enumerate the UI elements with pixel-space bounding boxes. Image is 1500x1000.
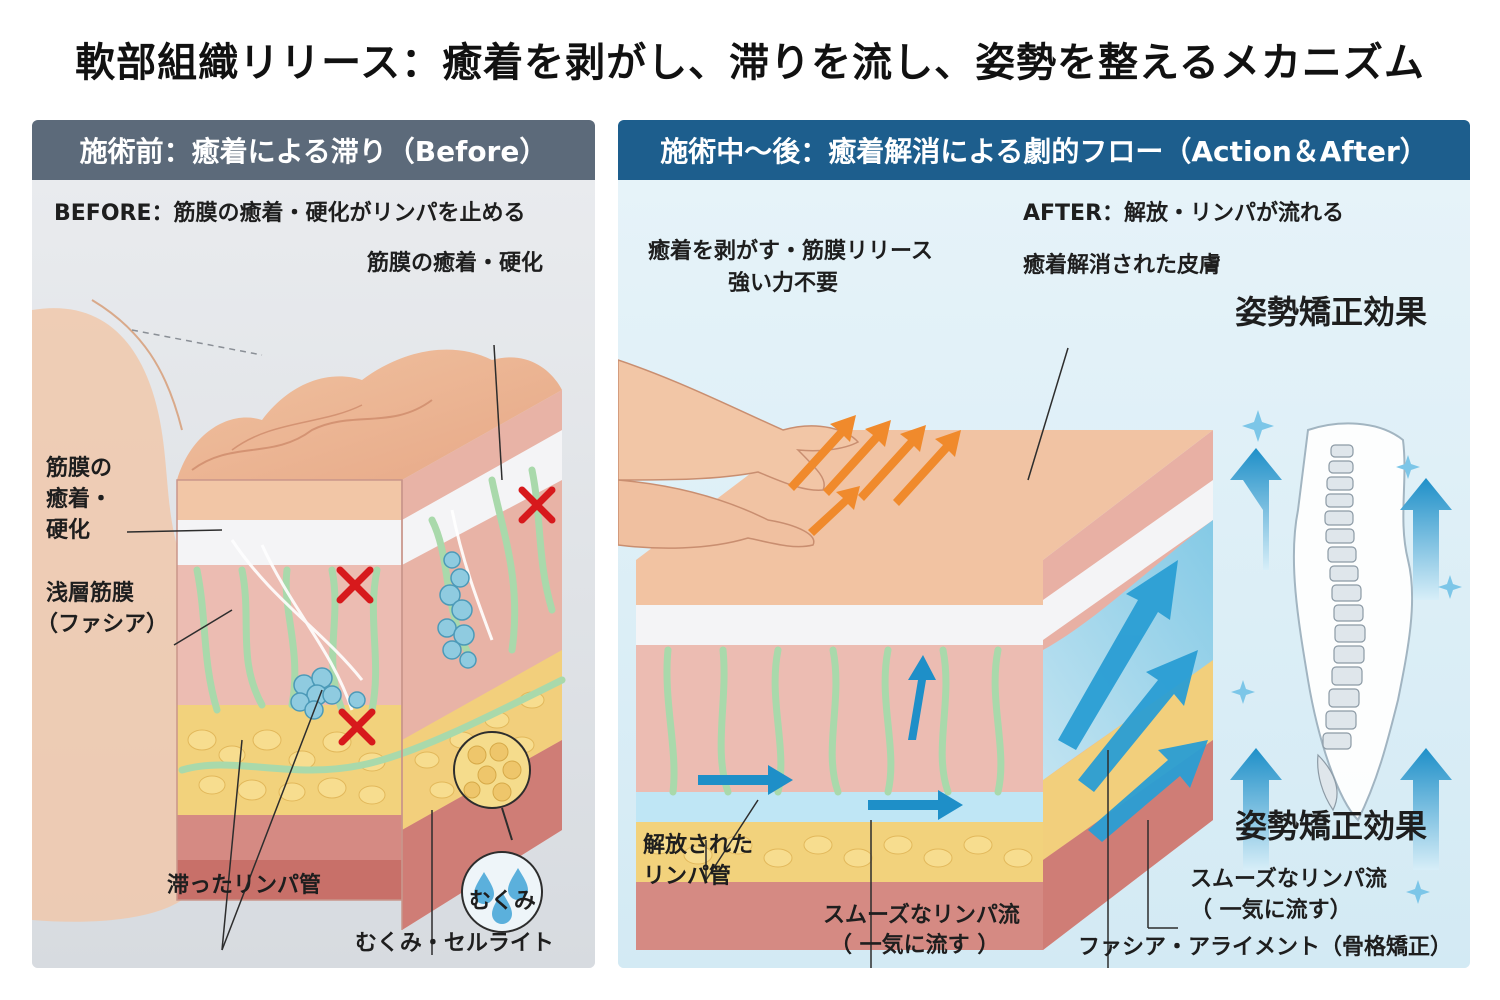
label-fascia-adhesion-side-1: 筋膜の bbox=[46, 456, 113, 481]
tissue-block-after bbox=[618, 359, 1213, 950]
after-header: 施術中〜後：癒着解消による劇的フロー（Action＆After） bbox=[618, 120, 1470, 180]
x-mark-icon bbox=[518, 486, 556, 524]
label-released-lymph-2: リンパ管 bbox=[643, 864, 732, 889]
sparkle-icon bbox=[1242, 410, 1274, 442]
x-mark-icon bbox=[338, 708, 376, 746]
label-smooth-flow-center-1: スムーズなリンパ流 bbox=[823, 903, 1020, 928]
label-posture-top: 姿勢矯正効果 bbox=[1235, 293, 1428, 331]
up-arrow-icon bbox=[1230, 448, 1452, 870]
label-swelling-cellulite: むくみ・セルライト bbox=[355, 931, 554, 956]
tissue-block-before bbox=[176, 349, 566, 930]
label-fascia-adhesion-top: 筋膜の癒着・硬化 bbox=[367, 251, 544, 276]
water-drop-icon bbox=[461, 851, 543, 933]
spine-icon bbox=[1292, 422, 1414, 822]
label-smooth-flow-center-2: （ 一気に流す ） bbox=[830, 933, 1000, 958]
after-subtitle: AFTER：解放・リンパが流れる bbox=[1023, 201, 1345, 226]
sparkle-icon bbox=[1406, 880, 1430, 904]
label-alignment: ファシア・アライメント（骨格矯正） bbox=[1078, 935, 1453, 960]
label-superficial-fascia-2: （ファシア） bbox=[36, 612, 169, 637]
after-panel: 施術中〜後：癒着解消による劇的フロー（Action＆After） bbox=[618, 120, 1470, 968]
after-illustration bbox=[618, 180, 1470, 968]
before-illustration bbox=[32, 180, 595, 968]
label-release-1: 癒着を剥がす・筋膜リリース bbox=[648, 239, 933, 264]
label-release-2: 強い力不要 bbox=[728, 271, 839, 296]
label-stagnant-lymph: 滞ったリンパ管 bbox=[167, 873, 322, 898]
label-fascia-adhesion-side-3: 硬化 bbox=[46, 518, 91, 543]
body-silhouette bbox=[32, 299, 263, 922]
label-posture-bottom: 姿勢矯正効果 bbox=[1235, 807, 1428, 845]
label-fascia-adhesion-side-2: 癒着・ bbox=[46, 487, 113, 512]
label-smooth-flow-right-1: スムーズなリンパ流 bbox=[1190, 867, 1387, 892]
label-swelling: むくみ bbox=[469, 889, 536, 914]
before-header: 施術前：癒着による滞り（Before） bbox=[32, 120, 595, 180]
fat-magnifier bbox=[453, 731, 531, 841]
label-smooth-flow-right-2: （ 一気に流す） bbox=[1190, 898, 1352, 923]
before-subtitle: BEFORE：筋膜の癒着・硬化がリンパを止める bbox=[54, 201, 526, 226]
label-released-lymph-1: 解放された bbox=[643, 833, 754, 858]
sparkle-icon bbox=[1438, 575, 1462, 599]
hands-illustration bbox=[618, 359, 860, 549]
main-title: 軟部組織リリース：癒着を剥がし、滞りを流し、姿勢を整えるメカニズム bbox=[75, 40, 1425, 86]
label-superficial-fascia-1: 浅層筋膜 bbox=[46, 581, 135, 606]
x-mark-icon bbox=[336, 566, 374, 604]
before-panel: 施術前：癒着による滞り（Before） bbox=[32, 120, 595, 968]
sparkle-icon bbox=[1396, 455, 1420, 479]
sparkle-icon bbox=[1231, 680, 1255, 704]
label-released-skin: 癒着解消された皮膚 bbox=[1023, 253, 1222, 278]
